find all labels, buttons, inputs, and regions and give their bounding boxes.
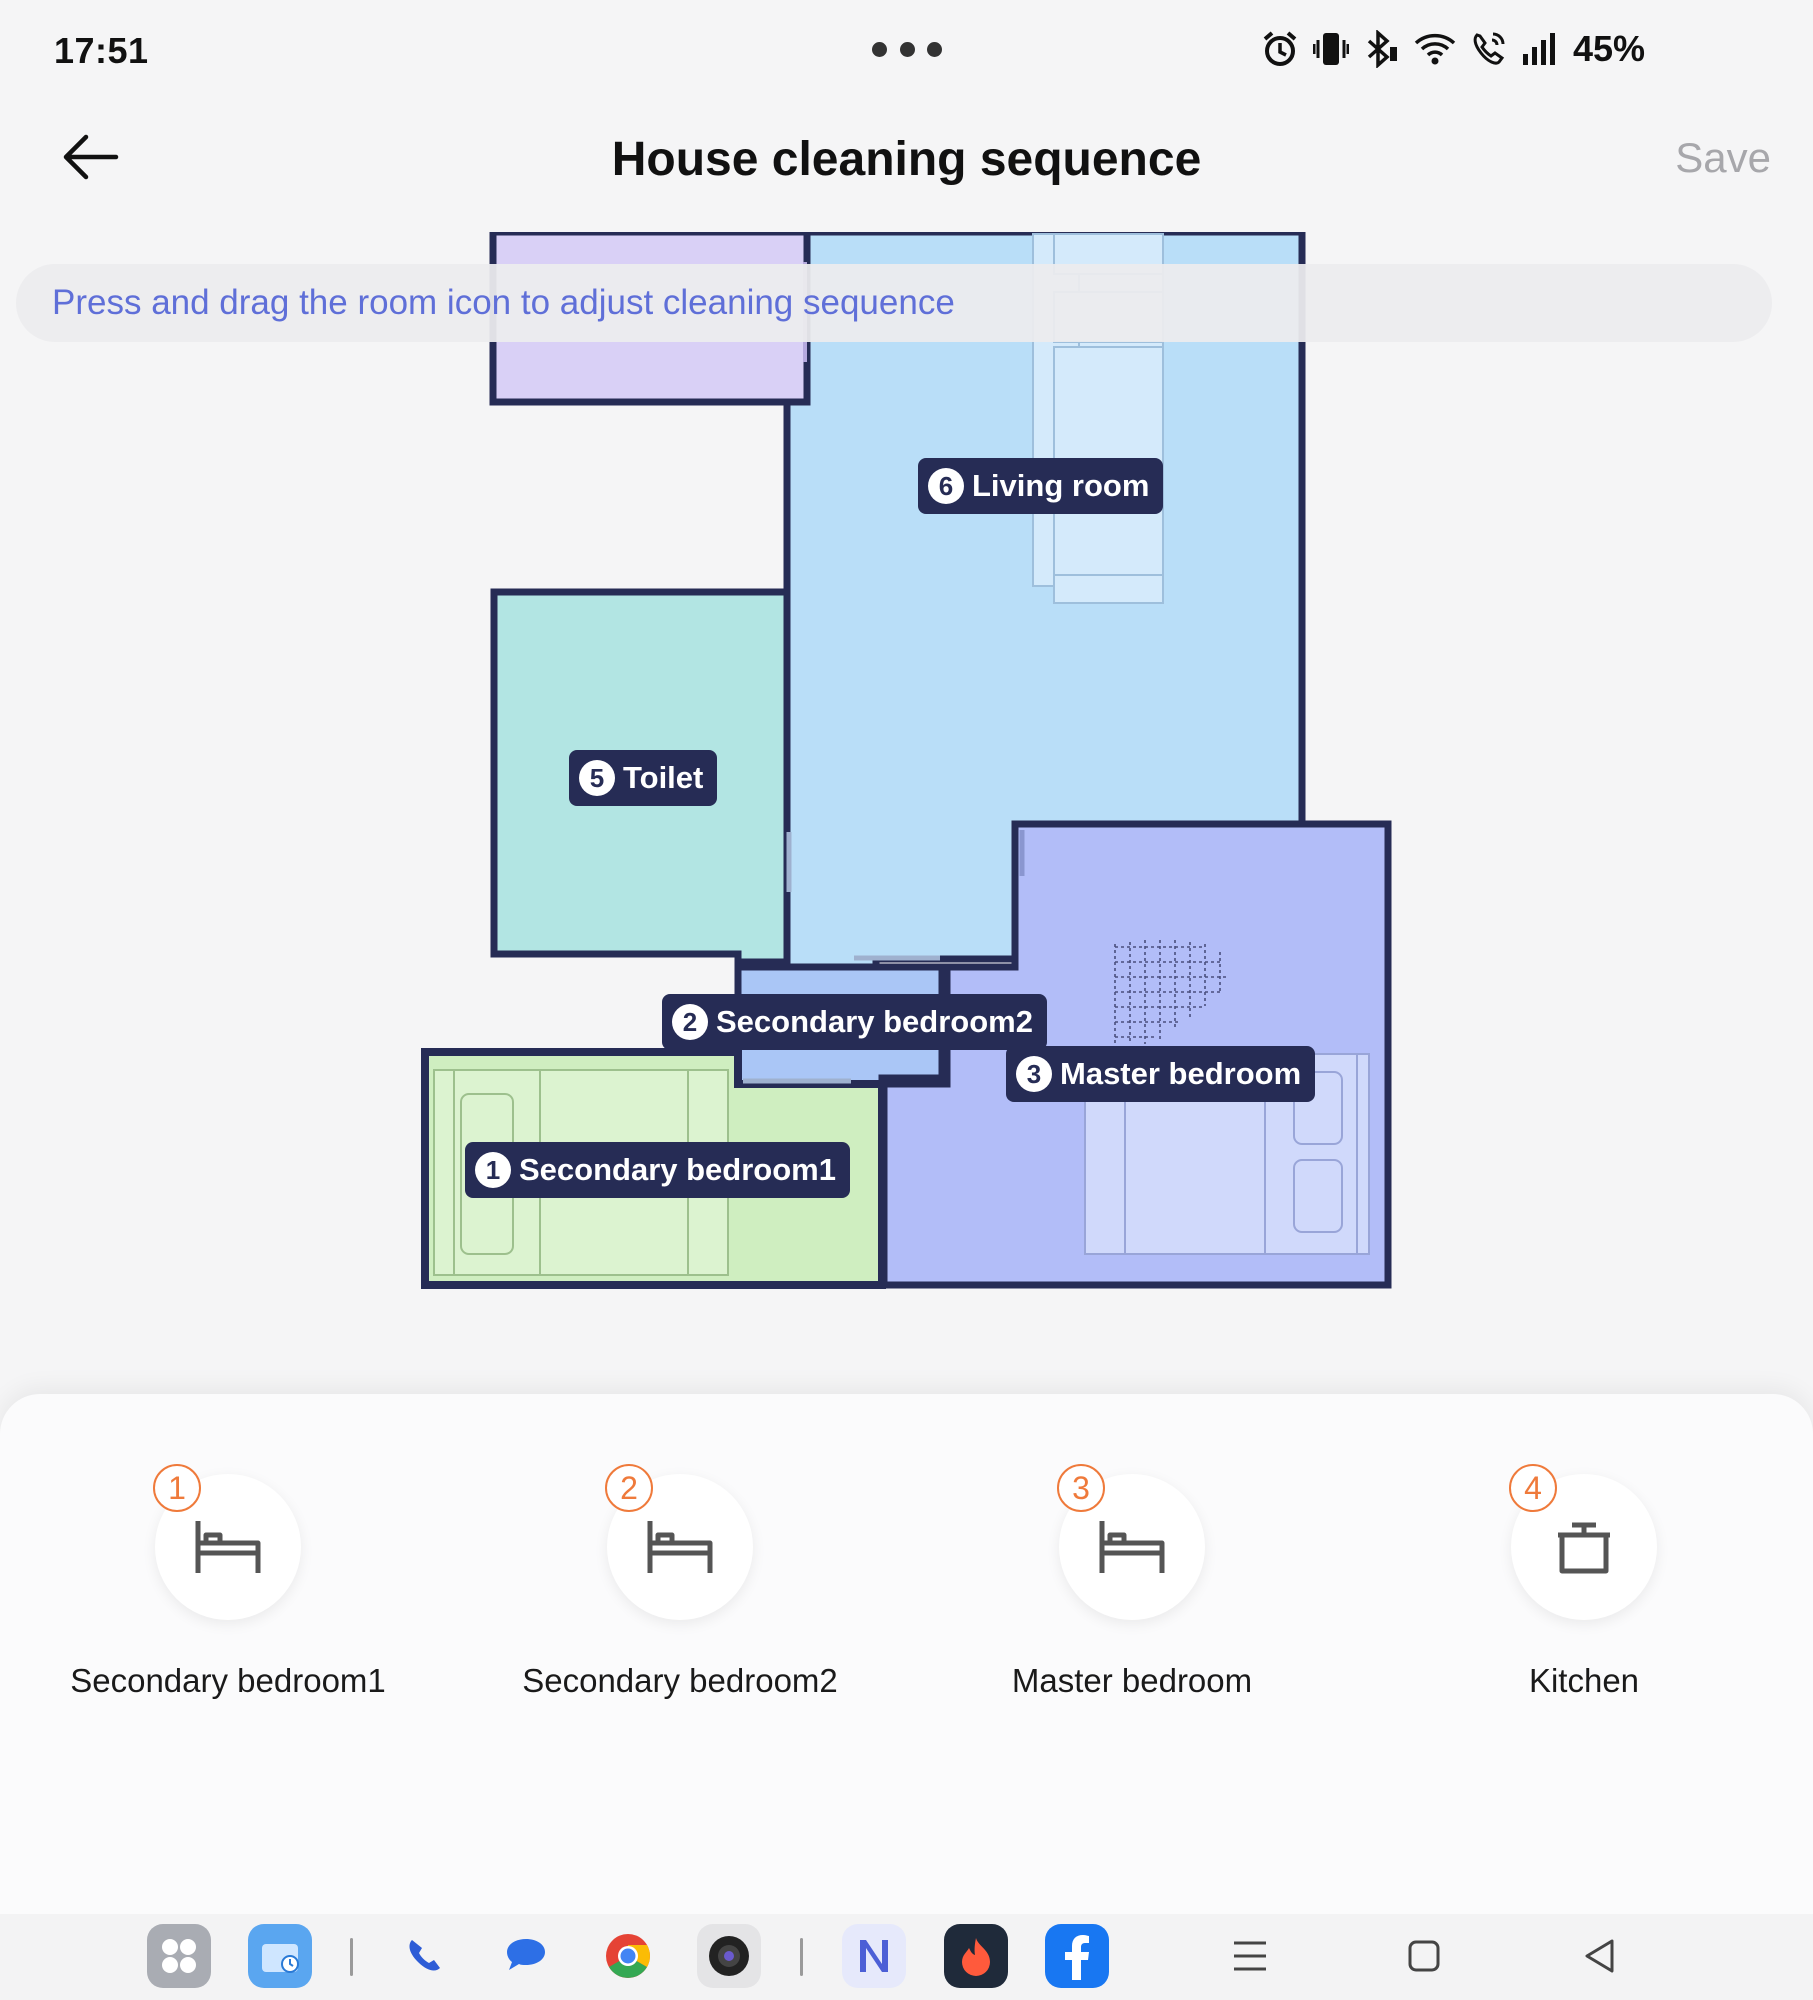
wifi-icon bbox=[1414, 33, 1456, 65]
room-icon-button[interactable]: 2 bbox=[605, 1464, 753, 1620]
room-order-badge: 5 bbox=[579, 760, 615, 796]
page-title: House cleaning sequence bbox=[611, 133, 1202, 186]
sequence-item-label: Master bedroom bbox=[1011, 1662, 1253, 1699]
floor-map: 6 Living room 5 Toilet 2 Secondary bedro… bbox=[0, 232, 1813, 1312]
sequence-order-badge: 1 bbox=[153, 1464, 201, 1512]
menu-nav-icon[interactable] bbox=[1218, 1924, 1282, 1988]
status-bar: 17:51 45% bbox=[0, 0, 1813, 100]
room-order-badge: 6 bbox=[928, 468, 964, 504]
signal-icon bbox=[1522, 33, 1555, 65]
bed-icon bbox=[647, 1521, 713, 1573]
room-icon-button[interactable]: 1 bbox=[153, 1464, 301, 1620]
hint-banner: Press and drag the room icon to adjust c… bbox=[16, 264, 1772, 342]
vibrate-icon bbox=[1312, 33, 1349, 65]
save-button[interactable]: Save bbox=[1675, 134, 1771, 181]
home-nav-icon[interactable] bbox=[1392, 1924, 1456, 1988]
sequence-item-label: Kitchen bbox=[1528, 1662, 1640, 1699]
room-name: Toilet bbox=[623, 760, 704, 795]
sequence-item-kitchen[interactable]: 4 Kitchen bbox=[1374, 1464, 1794, 1700]
messages-icon[interactable] bbox=[494, 1924, 558, 1988]
files-icon[interactable] bbox=[248, 1924, 312, 1988]
cleaning-sequence-sheet: 1 Secondary bedroom1 2 Secondary bedroom… bbox=[0, 1394, 1813, 1914]
room-name: Secondary bedroom2 bbox=[716, 1004, 1033, 1039]
room-order-badge: 1 bbox=[475, 1152, 511, 1188]
back-button[interactable] bbox=[60, 132, 130, 192]
taskbar bbox=[0, 1914, 1813, 2000]
sequence-item-secondary-bedroom2[interactable]: 2 Secondary bedroom2 bbox=[470, 1464, 890, 1700]
room-order-badge: 3 bbox=[1016, 1056, 1052, 1092]
room-name: Master bedroom bbox=[1060, 1056, 1302, 1091]
sequence-item-label: Secondary bedroom1 bbox=[70, 1662, 386, 1699]
sequence-order-badge: 2 bbox=[605, 1464, 653, 1512]
pot-icon bbox=[1558, 1522, 1610, 1574]
tinder-icon[interactable] bbox=[944, 1924, 1008, 1988]
wifi-call-icon bbox=[1473, 32, 1505, 65]
room-icon-button[interactable]: 4 bbox=[1509, 1464, 1657, 1620]
sequence-item-secondary-bedroom1[interactable]: 1 Secondary bedroom1 bbox=[18, 1464, 438, 1700]
camera-icon[interactable] bbox=[697, 1924, 761, 1988]
status-time: 17:51 bbox=[54, 30, 149, 71]
header: House cleaning sequence Save bbox=[0, 110, 1813, 210]
room-label-secondary-bedroom2[interactable]: 2 Secondary bedroom2 bbox=[662, 994, 1047, 1050]
sequence-item-label: Secondary bedroom2 bbox=[522, 1662, 838, 1699]
sequence-order-badge: 3 bbox=[1057, 1464, 1105, 1512]
bed-icon bbox=[1099, 1521, 1165, 1573]
room-label-secondary-bedroom1[interactable]: 1 Secondary bedroom1 bbox=[465, 1142, 850, 1198]
room-label-living-room[interactable]: 6 Living room bbox=[918, 458, 1164, 514]
app-drawer-icon[interactable] bbox=[147, 1924, 211, 1988]
sequence-order-badge: 4 bbox=[1509, 1464, 1557, 1512]
room-label-master-bedroom[interactable]: 3 Master bedroom bbox=[1006, 1046, 1316, 1102]
notion-icon[interactable] bbox=[842, 1924, 906, 1988]
facebook-icon[interactable] bbox=[1045, 1924, 1109, 1988]
status-icons: 45% bbox=[1261, 28, 1645, 70]
bluetooth-icon bbox=[1367, 30, 1397, 68]
room-name: Living room bbox=[972, 468, 1150, 503]
floor-plan bbox=[421, 232, 1392, 1289]
back-arrow-icon bbox=[63, 134, 119, 180]
more-dots-icon bbox=[872, 42, 942, 58]
dock-separator bbox=[800, 1938, 803, 1976]
bed-icon bbox=[195, 1521, 261, 1573]
chrome-icon[interactable] bbox=[596, 1924, 660, 1988]
battery-percent: 45% bbox=[1572, 28, 1645, 69]
room-name: Secondary bedroom1 bbox=[519, 1152, 836, 1187]
sequence-item-master-bedroom[interactable]: 3 Master bedroom bbox=[922, 1464, 1342, 1700]
room-order-badge: 2 bbox=[672, 1004, 708, 1040]
dock-separator bbox=[350, 1938, 353, 1976]
back-nav-icon[interactable] bbox=[1568, 1924, 1632, 1988]
alarm-icon bbox=[1263, 31, 1297, 66]
room-icon-button[interactable]: 3 bbox=[1057, 1464, 1205, 1620]
room-label-toilet[interactable]: 5 Toilet bbox=[569, 750, 718, 806]
phone-icon[interactable] bbox=[392, 1924, 456, 1988]
rug-pattern bbox=[1114, 940, 1228, 1044]
